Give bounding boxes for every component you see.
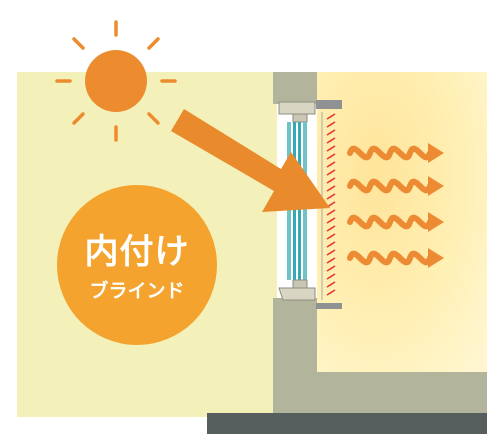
blind-slat: [326, 265, 336, 272]
blind-slat: [326, 225, 336, 232]
blind-slat: [326, 233, 336, 240]
blind-slat: [326, 161, 336, 168]
wall-top: [273, 72, 317, 104]
blind-slat: [326, 121, 336, 128]
blind-slat: [326, 169, 336, 176]
heat-wave-icon: [347, 176, 444, 196]
heat-wave-icon: [347, 212, 444, 232]
blind-slat: [326, 145, 336, 152]
blind-slat: [326, 209, 336, 216]
blind-slat: [326, 137, 336, 144]
blind-slat: [326, 185, 336, 192]
floor-slab: [273, 372, 487, 418]
floor-base: [207, 413, 487, 434]
blind-slat: [326, 177, 336, 184]
blind-slat: [326, 153, 336, 160]
blind-icon: [316, 100, 342, 309]
sun-icon: [55, 20, 177, 142]
heat-waves: [347, 143, 444, 268]
badge-circle: [57, 185, 217, 345]
heat-wave-icon: [347, 143, 444, 163]
blind-slat: [326, 241, 336, 248]
blind-slat: [326, 289, 336, 296]
blind-slat: [326, 273, 336, 280]
blind-slat: [326, 113, 336, 120]
heat-wave-icon: [347, 248, 444, 268]
blind-slat: [326, 217, 336, 224]
sunlight-arrow-icon: [171, 109, 330, 212]
blind-slat: [326, 257, 336, 264]
blind-slat: [326, 249, 336, 256]
blind-slat: [326, 129, 336, 136]
blind-slat: [326, 281, 336, 288]
blind-slat: [326, 193, 336, 200]
